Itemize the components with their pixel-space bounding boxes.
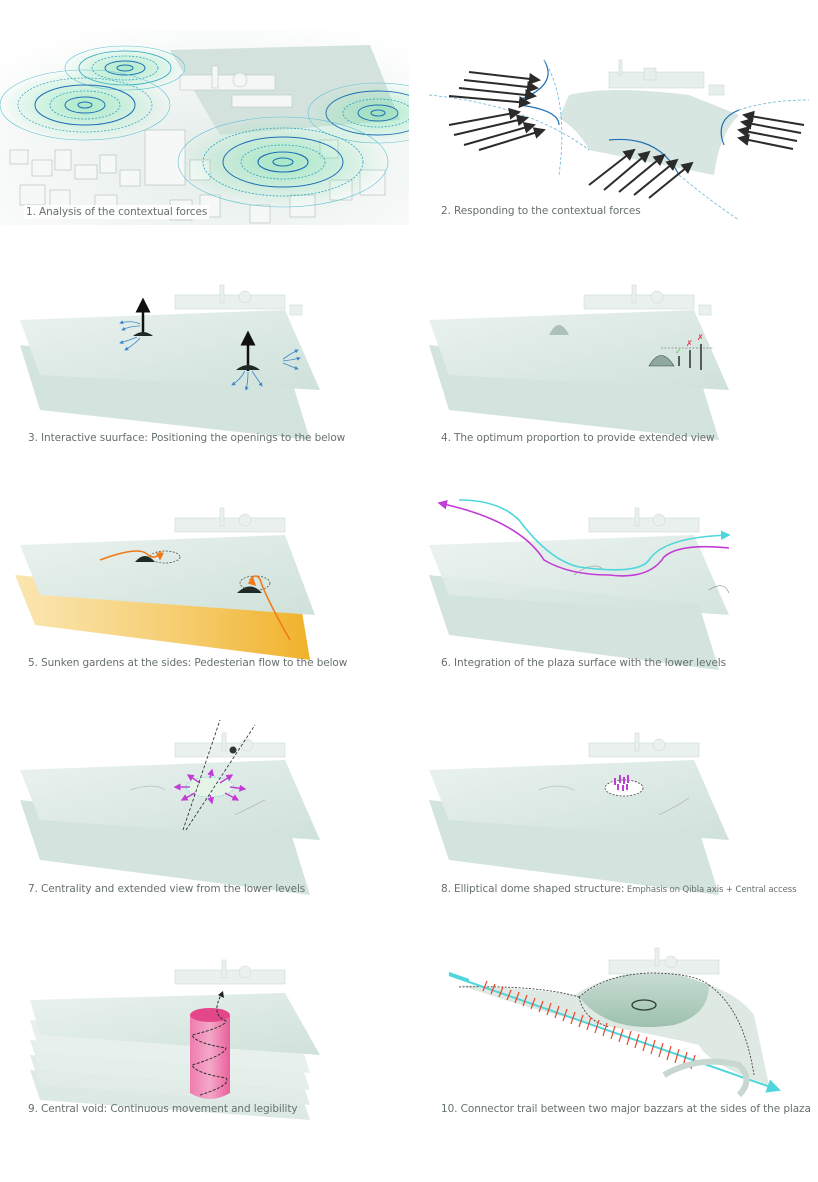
panel-9-central-void: 9. Central void: Continuous movement and… [0, 915, 409, 1140]
check-icon: ✓ [675, 347, 682, 356]
upward-arrows-icon [133, 297, 260, 371]
connector-trail-diagram [448, 947, 781, 1098]
mosque-model [588, 507, 700, 533]
caption-main: 8. Elliptical dome shaped structure: [441, 883, 625, 895]
caption-sub: Emphasis on Qibla axis + Central access [624, 885, 797, 895]
mosque-model [174, 732, 286, 758]
panel-4-optimum-proportion: ✓ ✗ ✗ 4. The optimum proportion to provi… [409, 240, 818, 465]
radial-arrows-icon [173, 719, 256, 831]
panel-caption: 2. Responding to the contextual forces [441, 205, 641, 217]
flow-lines-icon [119, 320, 301, 391]
eye-icon [229, 746, 237, 754]
mosque-model [583, 284, 712, 316]
force-arrows-diagram [428, 59, 810, 221]
panel-caption: 8. Elliptical dome shaped structure: Emp… [441, 883, 797, 895]
mosque-model [608, 947, 720, 975]
force-arrows-icon [448, 71, 805, 199]
panel-caption: 5. Sunken gardens at the sides: Pedester… [28, 657, 348, 669]
panel-caption: 6. Integration of the plaza surface with… [441, 657, 726, 669]
cross-icon: ✗ [697, 333, 704, 342]
proportion-diagram: ✓ ✗ ✗ [429, 284, 729, 440]
panel-caption: 1. Analysis of the contextual forces [24, 205, 210, 219]
panel-caption: 4. The optimum proportion to provide ext… [441, 432, 715, 444]
dome-opening-icon [549, 325, 569, 335]
city-ripple-diagram [0, 30, 409, 225]
dome-icon [631, 999, 657, 1011]
mosque-model [608, 59, 725, 96]
integration-diagram [429, 499, 731, 670]
mosque-model [588, 732, 700, 758]
panel-caption: 9. Central void: Continuous movement and… [28, 1103, 298, 1115]
panel-10-connector-trail: 10. Connector trail between two major ba… [409, 915, 818, 1140]
central-void-diagram [30, 959, 320, 1120]
stacked-levels [30, 993, 320, 1120]
elliptical-dome-icon [604, 775, 644, 797]
panel-7-centrality: 7. Centrality and extended view from the… [0, 690, 409, 915]
proportion-bars-icon: ✓ ✗ ✗ [648, 333, 714, 370]
panel-3-interactive-surface: 3. Interactive suurface: Positioning the… [0, 240, 409, 465]
panel-caption: 10. Connector trail between two major ba… [441, 1103, 811, 1115]
mosque-model [174, 959, 286, 985]
panel-6-integration: 6. Integration of the plaza surface with… [409, 465, 818, 690]
plaza-openings-diagram [20, 284, 320, 440]
panel-1-contextual-forces-analysis: 1. Analysis of the contextual forces [0, 0, 409, 225]
elliptical-dome-diagram [429, 732, 729, 895]
panel-caption: 3. Interactive suurface: Positioning the… [28, 432, 346, 444]
panel-caption: 7. Centrality and extended view from the… [28, 883, 306, 895]
spiral-void-icon [190, 991, 230, 1099]
ripple-rings-icon [0, 45, 409, 208]
panel-8-elliptical-dome: 8. Elliptical dome shaped structure: Emp… [409, 690, 818, 915]
panel-5-sunken-gardens: 5. Sunken gardens at the sides: Pedester… [0, 465, 409, 690]
sunken-gardens-diagram [15, 507, 315, 660]
centrality-diagram [20, 719, 320, 895]
mosque-model [174, 284, 303, 316]
cross-icon: ✗ [686, 339, 693, 348]
mosque-model [174, 507, 286, 533]
mosque-model [179, 65, 293, 108]
panel-2-responding-forces: 2. Responding to the contextual forces [409, 0, 818, 225]
connector-trail-icon [448, 972, 781, 1093]
orange-flow-icon [99, 550, 291, 641]
integration-paths-icon [437, 499, 731, 594]
